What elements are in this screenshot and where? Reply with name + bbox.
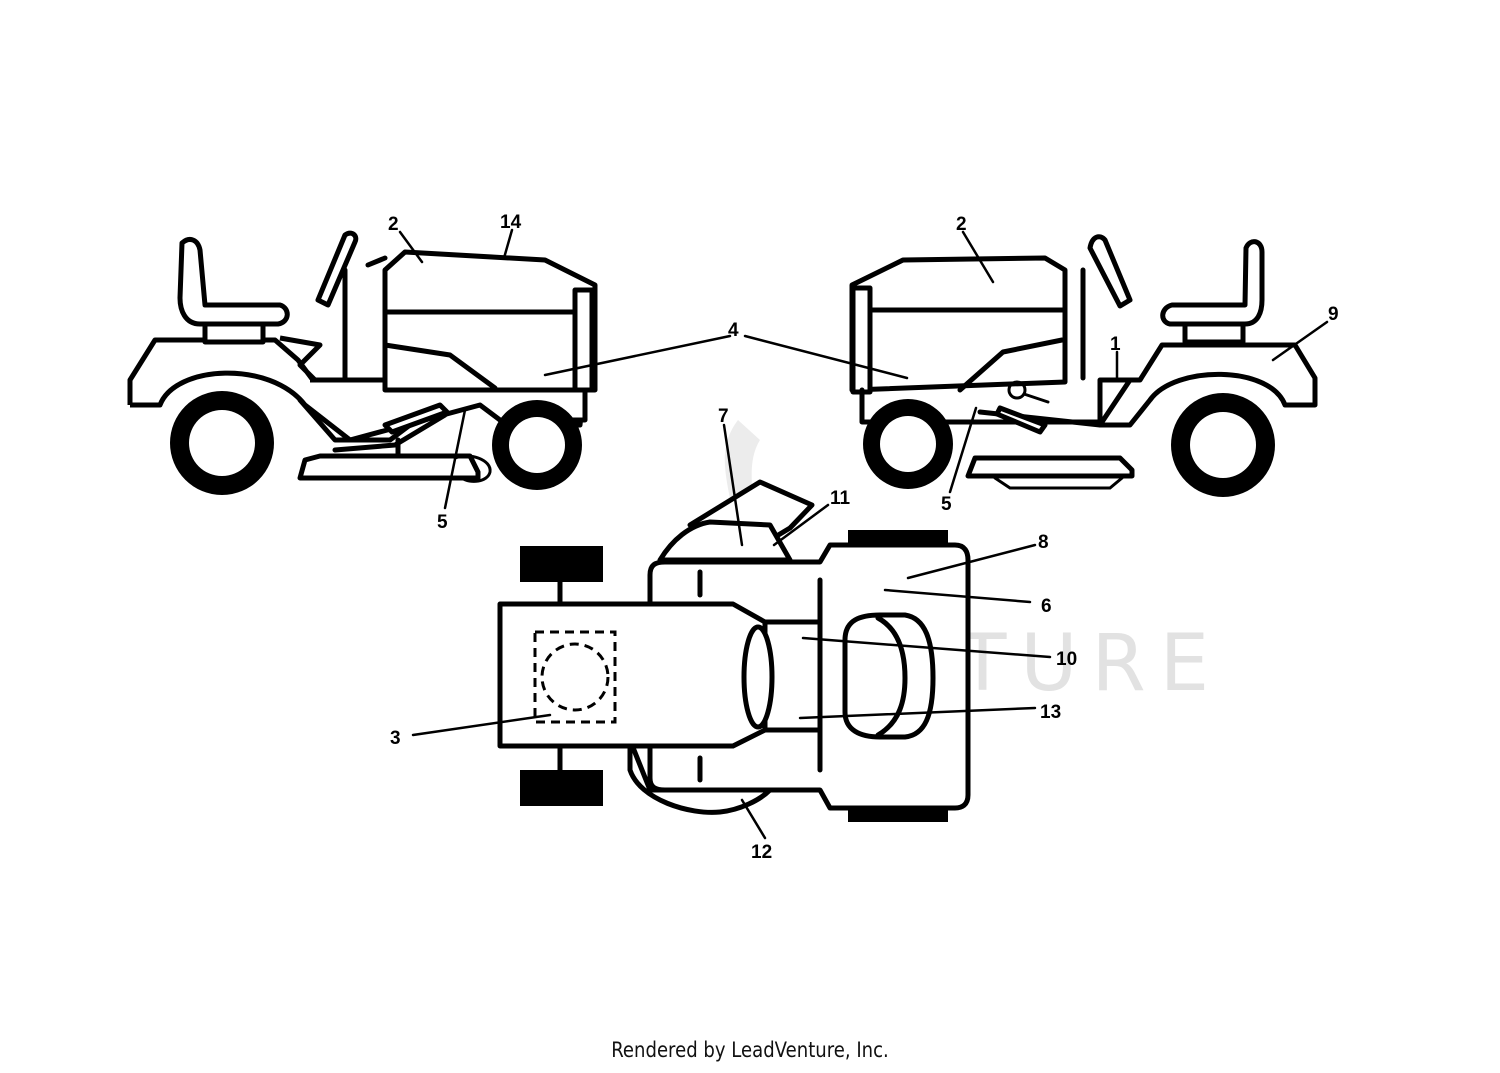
callout-6: 6 — [1041, 596, 1052, 617]
tractor-left-side-view — [127, 230, 598, 495]
callout-12: 12 — [751, 842, 772, 863]
callout-2-right: 2 — [956, 214, 967, 235]
callout-14: 14 — [500, 212, 522, 233]
callout-5-left: 5 — [437, 512, 448, 533]
callout-7: 7 — [718, 406, 729, 427]
callout-2-left: 2 — [388, 214, 399, 235]
tractor-right-side-view — [849, 234, 1318, 497]
callout-11: 11 — [830, 488, 851, 509]
callout-9: 9 — [1328, 304, 1339, 325]
callout-8: 8 — [1038, 532, 1049, 553]
callout-10: 10 — [1056, 649, 1077, 670]
callout-numbers: 2 14 4 5 2 1 9 5 7 11 8 6 10 13 3 12 — [388, 212, 1339, 863]
callout-13: 13 — [1040, 702, 1061, 723]
footer-credit: Rendered by LeadVenture, Inc. — [611, 1038, 889, 1062]
callout-4: 4 — [728, 320, 739, 341]
callout-3: 3 — [390, 728, 401, 749]
callout-5-right: 5 — [941, 494, 952, 515]
leader-lines — [398, 228, 1329, 840]
callout-1: 1 — [1110, 334, 1121, 355]
tractor-top-view — [497, 479, 971, 822]
